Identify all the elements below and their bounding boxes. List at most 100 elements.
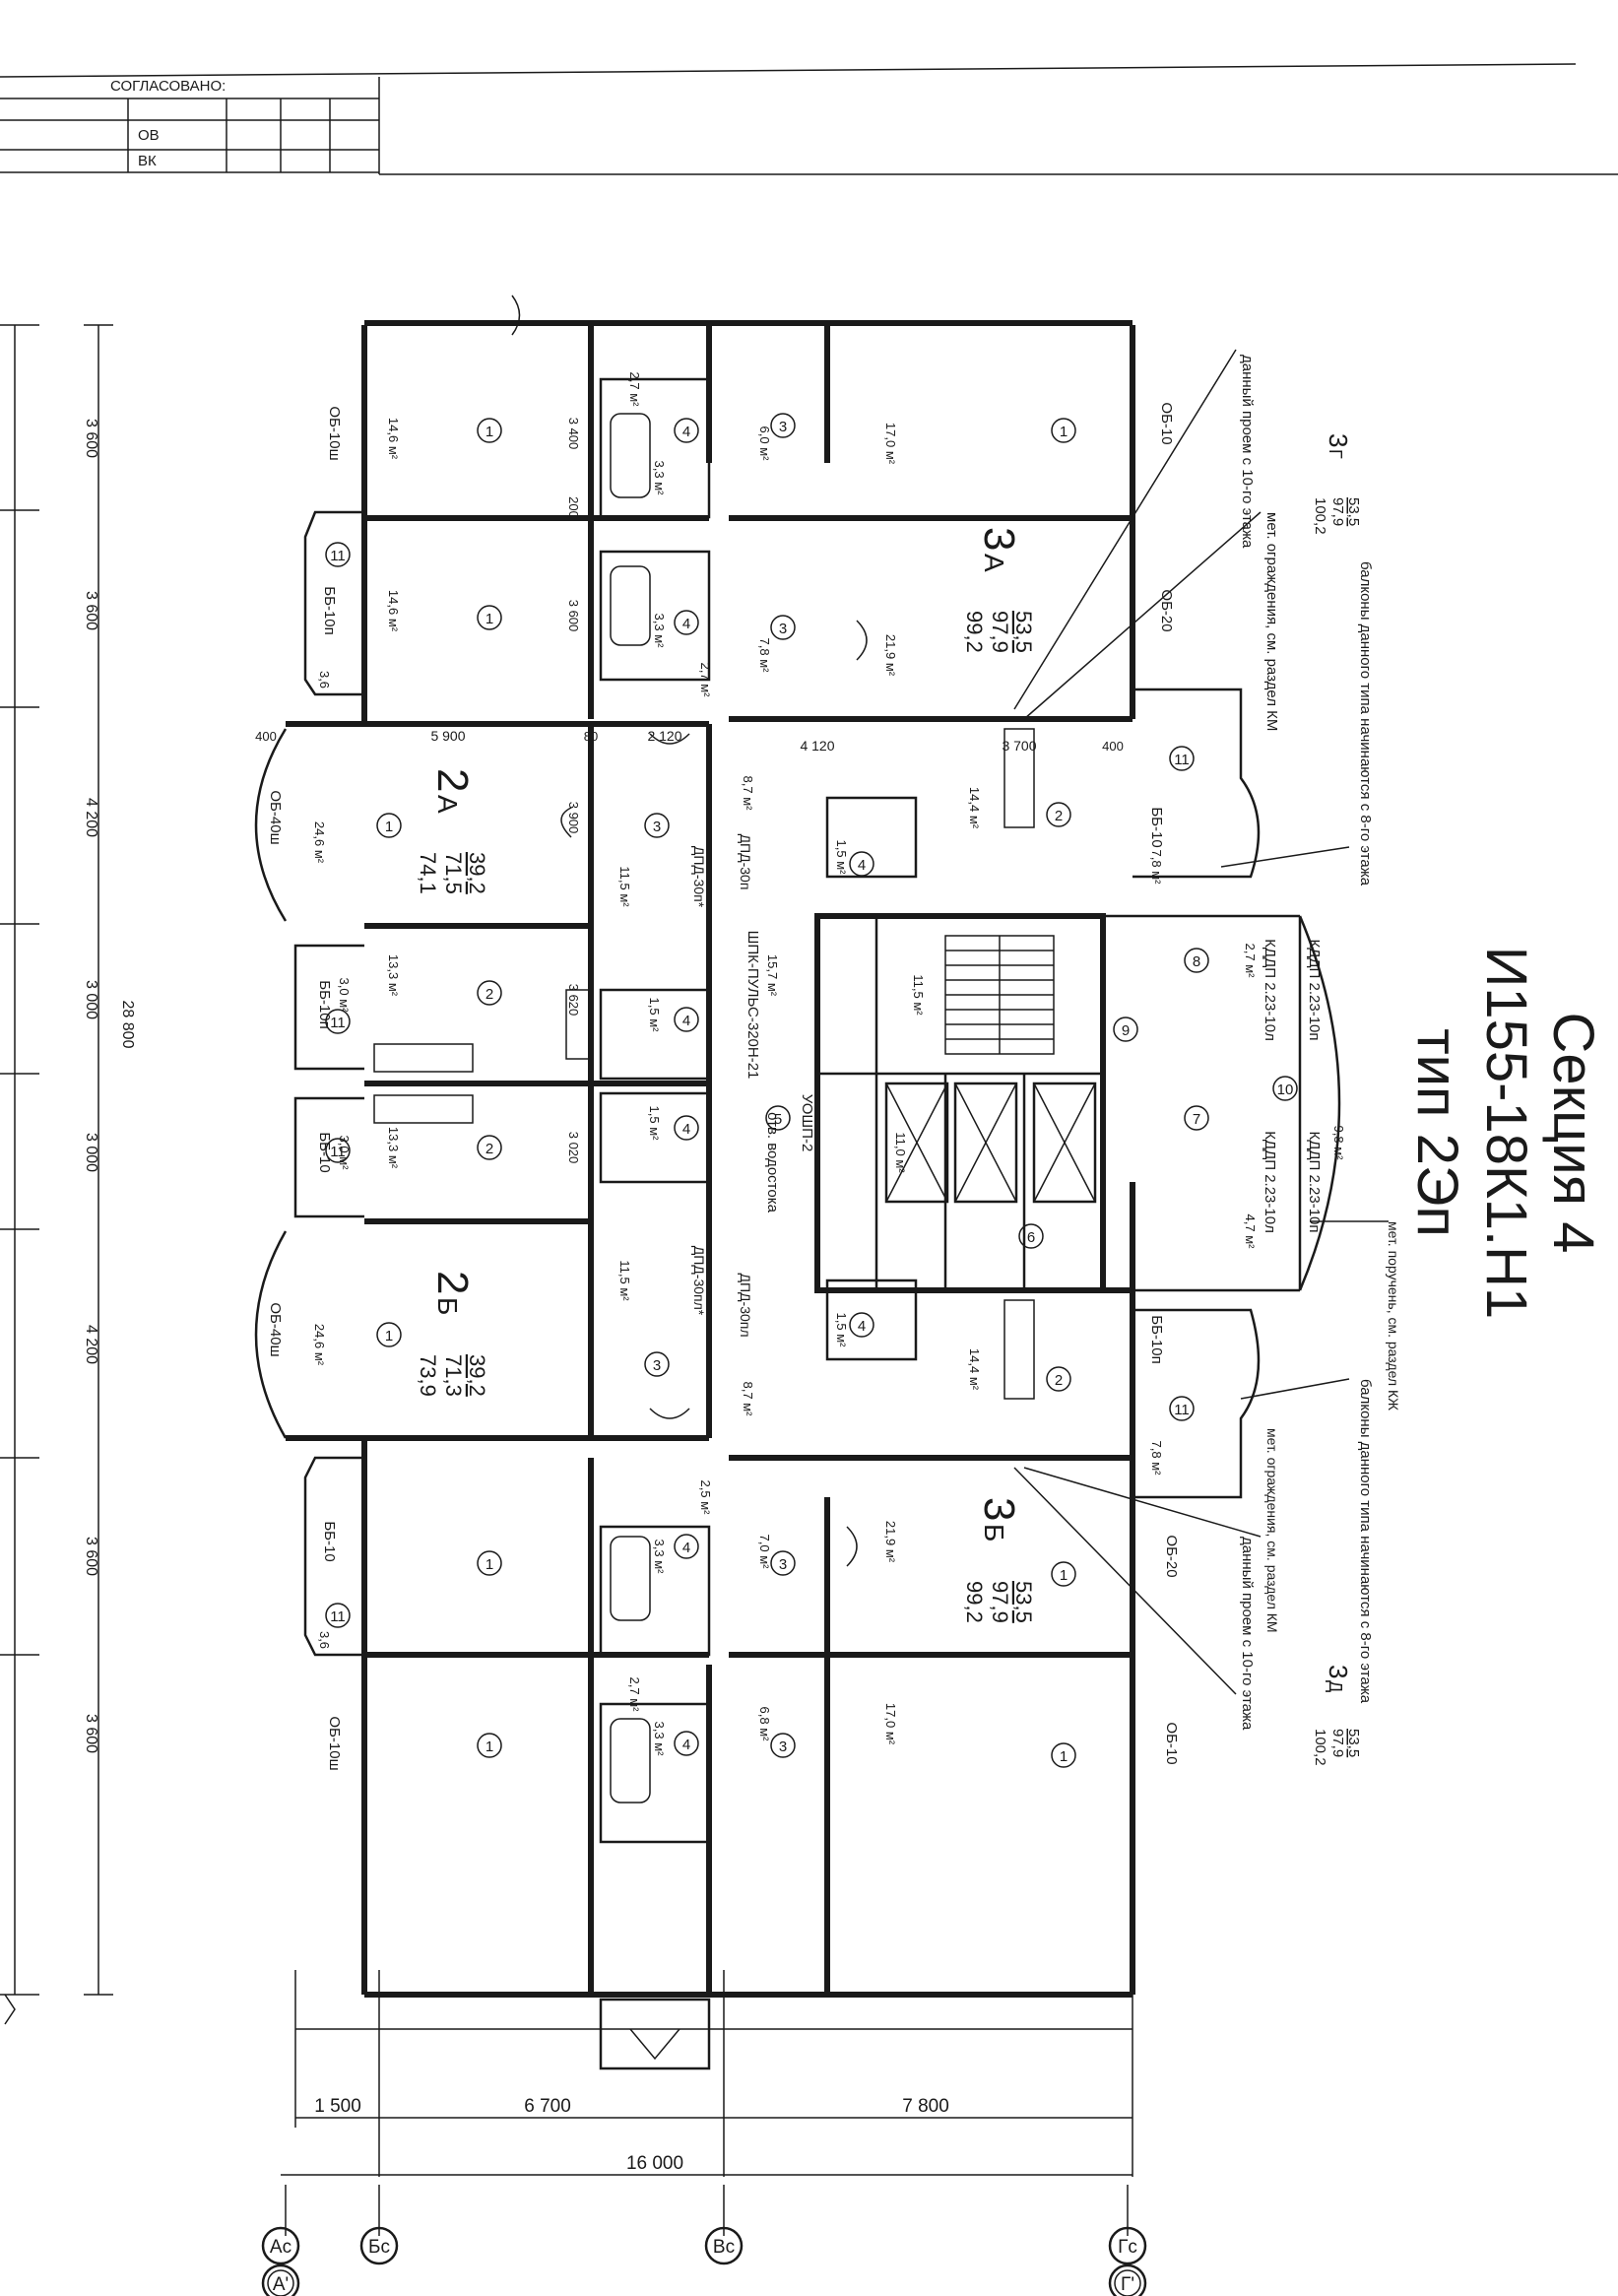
svg-text:6: 6: [1027, 1229, 1035, 1246]
title-series: И155-18К1.Н1: [1474, 947, 1538, 1320]
apt-3a-letter: А: [979, 554, 1009, 572]
svg-text:4: 4: [682, 1540, 690, 1556]
room-mark: 11: [325, 1603, 351, 1628]
apt-3a-living: 53,5: [1011, 611, 1036, 653]
apt-3d-num: 3: [1324, 1665, 1353, 1678]
area-4-7: 4,7 м²: [1243, 1214, 1258, 1250]
room-mark: 1: [376, 813, 402, 838]
room-areas: 14,6 м² 14,6 м² 24,6 м² 24,6 м² 13,3 м² …: [312, 372, 1346, 1757]
bottom-dimension-chain: 1 500 6 700 7 800 16 000: [281, 1970, 1133, 2236]
room-mark: 2: [477, 980, 502, 1006]
drawing-title: Секция 4: [1541, 1013, 1605, 1254]
room-mark: 1: [1051, 1561, 1076, 1587]
svg-text:11: 11: [1174, 1402, 1190, 1418]
axis-a-prime: А': [273, 2274, 289, 2295]
svg-text:1: 1: [385, 819, 393, 835]
svg-text:1: 1: [485, 611, 493, 627]
device-labels: ШПК-ПУЛЬС-320Н-21 отв. водостока УОШП-2: [744, 931, 815, 1214]
apt-2a-label: 2 А 39,2 71,5 74,1: [416, 768, 489, 894]
apt-3a-label: 3 А 53,5 97,9 99,2: [962, 527, 1036, 653]
door-kddp-bottom-1: КДДП 2.23-10л: [1262, 1131, 1278, 1233]
win-bb10-2: ББ-10: [321, 1521, 338, 1561]
win-ob10-2: ОБ-10: [1163, 1722, 1180, 1764]
svg-text:11: 11: [330, 1608, 346, 1625]
svg-text:3: 3: [779, 1738, 787, 1755]
note-1-text: данный проем с 10-го этажа: [1239, 355, 1256, 549]
door-dpd30p-star: ДПД-30п*: [691, 846, 707, 908]
area-2-7-b: 2,7 м²: [698, 663, 713, 698]
apt-2b-gross: 73,9: [416, 1354, 440, 1397]
note-leaders: [1013, 349, 1389, 1695]
win-ob40sh-1: ОБ-40ш: [267, 790, 284, 844]
svg-text:3: 3: [653, 819, 661, 835]
svg-text:11: 11: [330, 548, 346, 564]
room-mark: 1: [477, 418, 502, 443]
area-6-0: 6,0 м²: [757, 426, 772, 462]
area-1-5-b: 1,5 м²: [647, 1106, 662, 1142]
room-mark: 1: [477, 1733, 502, 1758]
area-11-5-a: 11,5 м²: [617, 866, 632, 907]
area-7-0: 7,0 м²: [757, 1535, 772, 1570]
room-mark: 4: [674, 1115, 699, 1141]
left-dim-total: 28 800: [119, 1001, 136, 1049]
approval-row-ov: ОВ: [138, 127, 160, 144]
area-24-6-b: 24,6 м²: [312, 1324, 327, 1366]
idim-2120: 2 120: [647, 728, 681, 744]
door-dpd30pl: ДПД-30пл: [738, 1273, 753, 1337]
area-2-7-d: 2,7 м²: [1243, 944, 1258, 979]
room-mark: 5: [765, 1105, 791, 1131]
room-mark: 4: [674, 1731, 699, 1756]
axis-as: Ас: [270, 2237, 291, 2258]
room-mark: 8: [1184, 948, 1209, 973]
room-mark: 4: [674, 1534, 699, 1559]
room-mark: 3: [770, 1733, 796, 1758]
svg-text:11: 11: [330, 1015, 346, 1031]
svg-text:2: 2: [1055, 1372, 1063, 1389]
apt-3g-total: 97,9: [1329, 497, 1346, 526]
room-mark: 3: [770, 1550, 796, 1576]
bottom-dim-1: 1 500: [314, 2096, 361, 2117]
apt-3a-total: 97,9: [988, 611, 1012, 653]
window-marks: ОБ-10ш ББ-10п ОБ-40ш ББ-10п ББ-10 ОБ-40ш…: [267, 402, 1180, 1770]
room-mark: 1: [477, 1550, 502, 1576]
idim-3900-1: 3 900: [566, 802, 581, 834]
note-6-text: мет. ограждения, см. раздел КМ: [1264, 1428, 1280, 1633]
apt-2b-total: 71,3: [441, 1354, 466, 1397]
svg-text:4: 4: [858, 857, 866, 874]
area-2-7-a: 2,7 м²: [627, 372, 642, 408]
room-mark: 3: [770, 615, 796, 640]
door-dpd30p: ДПД-30п: [738, 834, 753, 890]
device-drain: отв. водостока: [764, 1112, 781, 1214]
area-11-0: 11,0 м²: [893, 1132, 908, 1173]
area-9-8: 9,8 м²: [1331, 1126, 1346, 1161]
svg-text:11: 11: [330, 1144, 346, 1160]
area-3-0-a: 3,0 м²: [337, 978, 352, 1014]
win-ob40sh-2: ОБ-40ш: [267, 1302, 284, 1356]
idim-400-1: 400: [255, 729, 277, 744]
left-dim-7: 3 600: [83, 1537, 99, 1576]
apt-3d-gross: 100,2: [1312, 1729, 1328, 1766]
idim-200: 200: [566, 496, 581, 518]
axis-bs: Бс: [368, 2237, 390, 2258]
room-mark: 1: [1051, 418, 1076, 443]
axis-gs: Гс: [1118, 2237, 1137, 2258]
note-railing-bottom: мет. ограждения, см. раздел КМ: [1264, 1428, 1280, 1633]
axis-g-prime: Г': [1121, 2274, 1134, 2295]
area-17-0-a: 17,0 м²: [883, 423, 898, 465]
svg-text:4: 4: [682, 1121, 690, 1138]
room-mark: 2: [1046, 802, 1071, 827]
svg-text:5: 5: [774, 1111, 782, 1128]
svg-text:4: 4: [682, 1013, 690, 1029]
area-1-5-d: 1,5 м²: [834, 1313, 849, 1348]
area-11-5-c: 11,5 м²: [911, 974, 926, 1016]
win-ob10sh-2: ОБ-10ш: [326, 1716, 343, 1770]
svg-text:11: 11: [1174, 752, 1190, 768]
svg-text:3: 3: [653, 1357, 661, 1374]
apt-2a-num: 2: [428, 768, 477, 792]
left-dim-5: 3 000: [83, 1133, 99, 1172]
area-14-6-a: 14,6 м²: [386, 418, 401, 460]
note-4-text: мет. поручень, см. раздел КЖ: [1386, 1221, 1401, 1410]
apt-2a-total: 71,5: [441, 852, 466, 894]
room-mark: 4: [674, 418, 699, 443]
